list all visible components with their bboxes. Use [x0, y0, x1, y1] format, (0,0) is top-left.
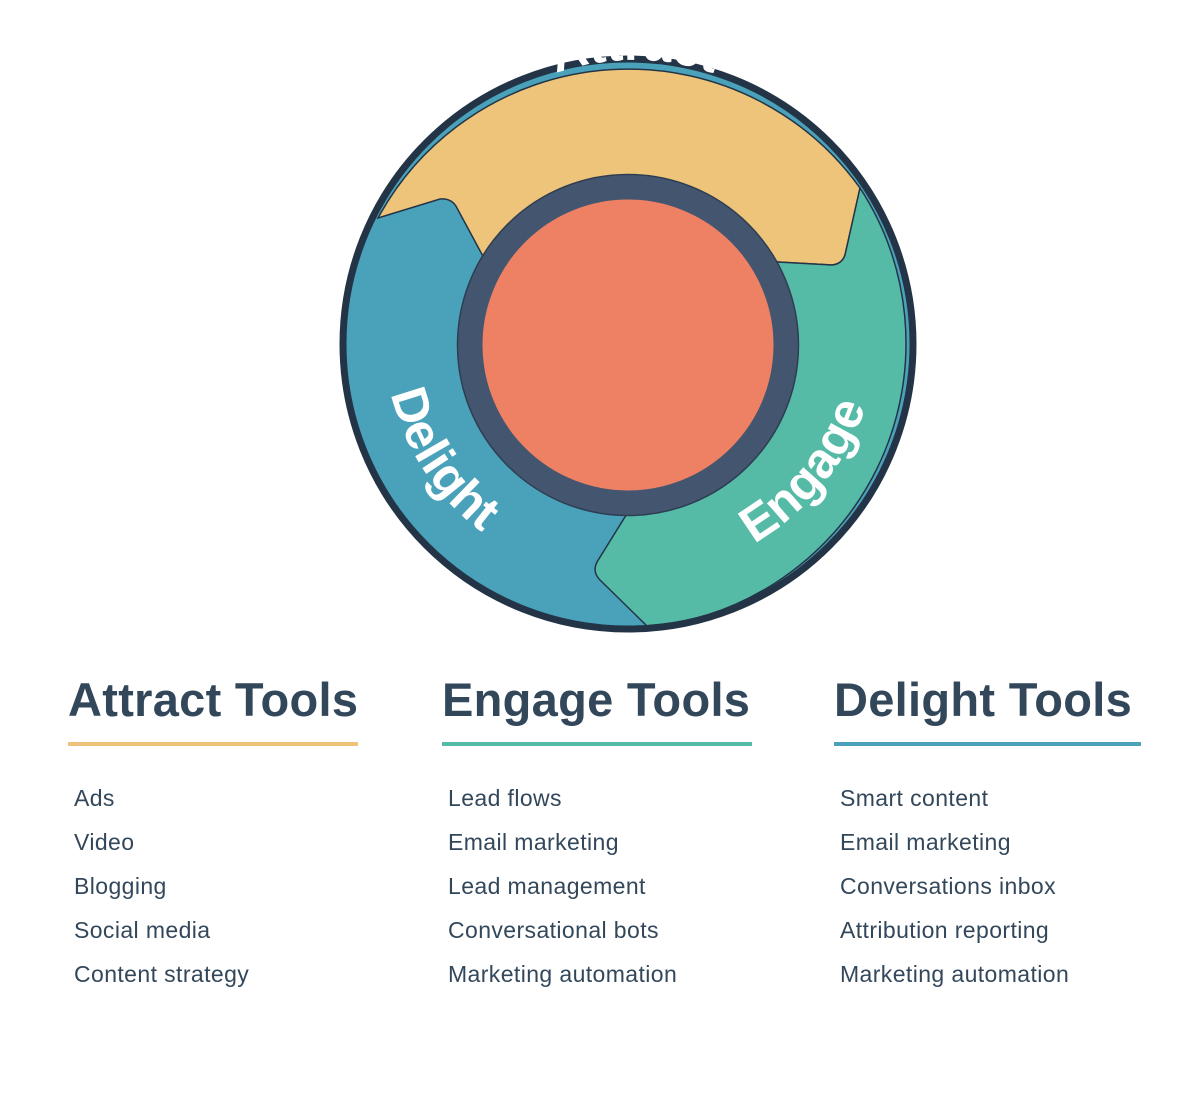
- list-item: Email marketing: [840, 829, 1011, 855]
- inner-ring: [457, 174, 799, 516]
- list-item: Attribution reporting: [840, 917, 1050, 943]
- list-item: Ads: [74, 785, 115, 811]
- attract-tools-list: Ads Video Blogging Social media Content …: [74, 776, 358, 996]
- delight-tools-title: Delight Tools: [834, 673, 1133, 726]
- list-item: Marketing automation: [840, 961, 1070, 987]
- engage-tools-column: Engage Tools Lead flows Email marketing …: [442, 672, 752, 996]
- list-item: Conversations inbox: [840, 873, 1056, 899]
- list-item: Video: [74, 829, 135, 855]
- delight-tools-column: Delight Tools Smart content Email market…: [834, 672, 1141, 996]
- list-item: Conversational bots: [448, 917, 659, 943]
- delight-underline: [834, 742, 1141, 746]
- list-item: Smart content: [840, 785, 989, 811]
- list-item: Social media: [74, 917, 211, 943]
- list-item: Email marketing: [448, 829, 619, 855]
- list-item: Content strategy: [74, 961, 250, 987]
- list-item: Blogging: [74, 873, 167, 899]
- attract-underline: [68, 742, 358, 746]
- attract-tools-column: Attract Tools Ads Video Blogging Social …: [68, 672, 358, 996]
- inner-ring-edge: [456, 173, 800, 517]
- list-item: Lead flows: [448, 785, 562, 811]
- flywheel-outline: [339, 55, 917, 633]
- flywheel-diagram: Attract Delight Engage: [339, 55, 917, 633]
- engage-underline: [442, 742, 752, 746]
- list-item: Lead management: [448, 873, 646, 899]
- engage-tools-title: Engage Tools: [442, 673, 751, 726]
- attract-tools-title: Attract Tools: [68, 673, 359, 726]
- engage-tools-list: Lead flows Email marketing Lead manageme…: [448, 776, 752, 996]
- list-item: Marketing automation: [448, 961, 678, 987]
- delight-tools-list: Smart content Email marketing Conversati…: [840, 776, 1141, 996]
